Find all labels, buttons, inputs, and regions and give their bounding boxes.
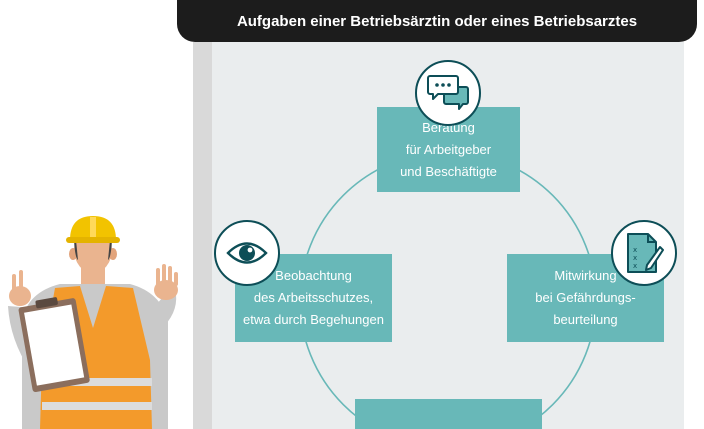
diagram-title-text: Aufgaben einer Betriebsärztin oder eines… xyxy=(236,12,638,30)
worker-illustration xyxy=(8,216,178,429)
task-observation-line-3: etwa durch Begehungen xyxy=(243,312,384,327)
document-checklist-icon: x x x xyxy=(611,220,677,286)
svg-text:x: x xyxy=(633,254,637,262)
task-observation-line-1: Beobachtung xyxy=(275,268,352,283)
task-consulting-line-2: für Arbeitgeber xyxy=(405,141,492,157)
svg-text:x: x xyxy=(633,246,637,254)
task-risk-line-1: Mitwirkung xyxy=(554,268,617,283)
task-observation-line-2: des Arbeitsschutzes, xyxy=(253,290,374,305)
eye-icon xyxy=(214,220,280,286)
task-risk-line-2: bei Gefährdungs- xyxy=(535,290,636,305)
task-risk-line-3: beurteilung xyxy=(553,312,618,327)
task-box-observation: Beobachtung des Arbeitsschutzes, etwa du… xyxy=(235,254,392,342)
svg-text:x: x xyxy=(633,262,637,270)
diagram-title: Aufgaben einer Betriebsärztin oder eines… xyxy=(177,0,697,42)
chat-bubbles-icon xyxy=(415,60,481,126)
panel-edge xyxy=(193,42,212,429)
task-consulting-line-3: und Beschäftigte xyxy=(400,163,497,179)
task-box-bottom xyxy=(355,399,542,429)
